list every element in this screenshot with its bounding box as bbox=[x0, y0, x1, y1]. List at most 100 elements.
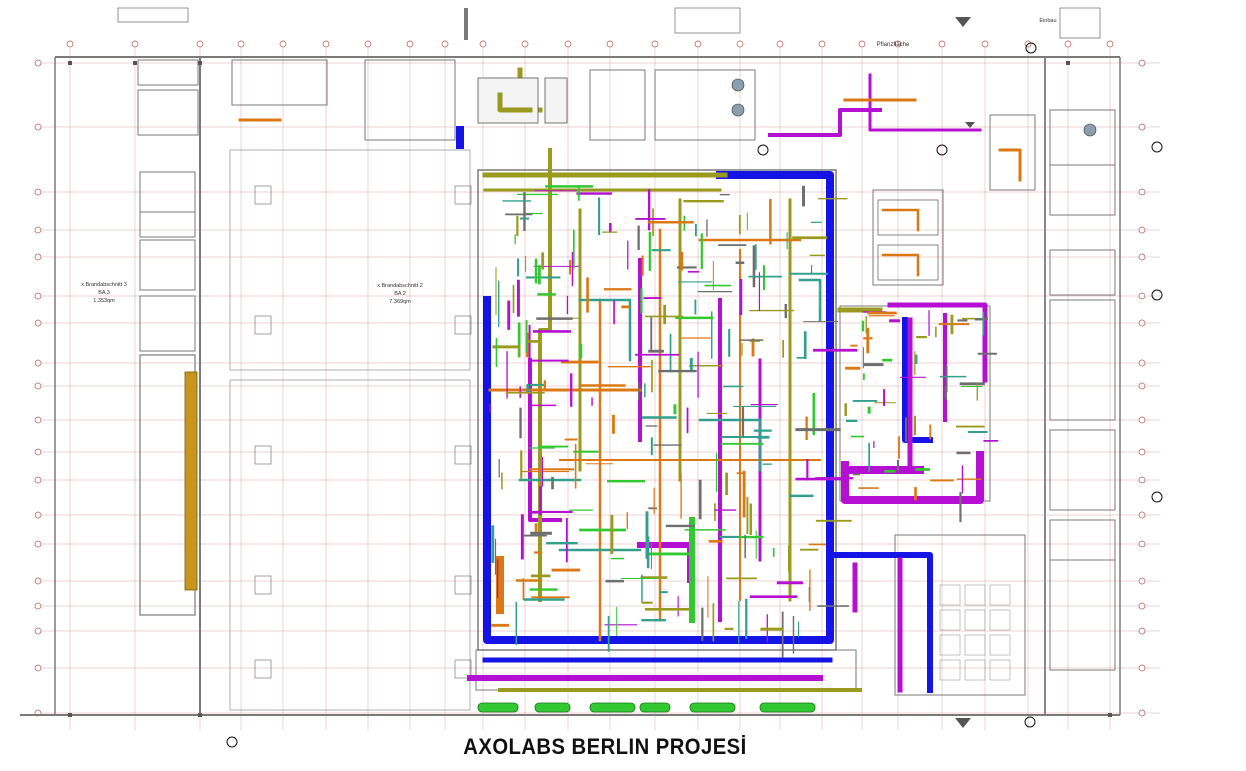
round-shaft bbox=[757, 144, 769, 156]
chiller-unit bbox=[477, 77, 539, 124]
grid-bubble bbox=[606, 40, 614, 48]
zone-mid-label-3: 7.369qm bbox=[389, 299, 411, 305]
section-marker bbox=[965, 122, 975, 128]
round-shaft bbox=[1151, 289, 1163, 301]
equipment-strip bbox=[184, 371, 198, 591]
round-shaft bbox=[226, 736, 238, 748]
column bbox=[133, 61, 137, 65]
exhaust-duct bbox=[528, 358, 562, 522]
ceiling-grid-cell bbox=[989, 609, 1011, 631]
room-outline bbox=[454, 575, 472, 595]
grid-bubble bbox=[34, 511, 42, 519]
column bbox=[1066, 61, 1070, 65]
grid-bubble bbox=[521, 40, 529, 48]
zone-left-label-3: 1.353qm bbox=[93, 298, 115, 304]
room-outline bbox=[254, 315, 272, 335]
room-outline bbox=[137, 89, 199, 136]
room-outline bbox=[1059, 7, 1101, 39]
room-outline bbox=[139, 295, 196, 352]
room-outline bbox=[872, 189, 944, 286]
room-outline bbox=[454, 659, 472, 679]
room-outline bbox=[117, 7, 189, 23]
room-outline bbox=[454, 445, 472, 465]
fan-coil-unit bbox=[877, 244, 939, 281]
einbau-label: Einbau bbox=[1039, 18, 1056, 24]
grid-bubble bbox=[1138, 226, 1146, 234]
ceiling-grid-cell bbox=[964, 609, 986, 631]
round-shaft bbox=[1024, 716, 1036, 728]
grid-bubble bbox=[34, 359, 42, 367]
round-shaft bbox=[1025, 42, 1037, 54]
room-outline bbox=[254, 185, 272, 205]
grid-bubble bbox=[1138, 253, 1146, 261]
room-outline bbox=[231, 59, 328, 106]
room-outline bbox=[139, 239, 196, 291]
grid-bubble bbox=[981, 40, 989, 48]
grid-bubble bbox=[34, 123, 42, 131]
ceiling-grid-cell bbox=[989, 634, 1011, 656]
grid-bubble bbox=[1106, 40, 1114, 48]
grid-bubble bbox=[1138, 540, 1146, 548]
grid-bubble bbox=[894, 40, 902, 48]
equipment-pipe bbox=[881, 208, 920, 232]
main-supply-duct bbox=[483, 171, 834, 644]
grid-bubble bbox=[34, 627, 42, 635]
column-markers bbox=[68, 61, 1112, 717]
column bbox=[198, 713, 202, 717]
room-outline bbox=[1049, 299, 1116, 421]
grid-bubble bbox=[66, 40, 74, 48]
grid-bubble bbox=[1138, 627, 1146, 635]
pump-unit bbox=[544, 77, 568, 124]
grid-bubble bbox=[131, 40, 139, 48]
zone-mid-label-1: x.Brandabschnitt 2 bbox=[377, 283, 423, 289]
zone-left-label-1: x.Brandabschnitt 3 bbox=[81, 282, 127, 288]
grid-bubble bbox=[1138, 319, 1146, 327]
room-outline bbox=[674, 7, 741, 34]
mep-systems bbox=[184, 17, 1163, 748]
grid-bubble bbox=[1138, 382, 1146, 390]
column bbox=[68, 61, 72, 65]
room-outline bbox=[1049, 559, 1116, 671]
room-outline bbox=[589, 69, 646, 141]
grid-bubble bbox=[1138, 59, 1146, 67]
water-pipe bbox=[698, 418, 762, 472]
grid-bubble bbox=[34, 319, 42, 327]
north-marker bbox=[955, 17, 971, 27]
grid-bubble bbox=[818, 40, 826, 48]
plan-labels: x.Brandabschnitt 3 BA 3 1.353qm x.Branda… bbox=[81, 18, 1056, 305]
exhaust-duct bbox=[841, 451, 984, 504]
grid-bubble bbox=[237, 40, 245, 48]
room-outline bbox=[894, 534, 1026, 696]
grid-bubble bbox=[564, 40, 572, 48]
grid-bubble bbox=[196, 40, 204, 48]
zone-left-label-2: BA 3 bbox=[98, 290, 110, 296]
room-outline bbox=[475, 649, 857, 691]
grid-bubble bbox=[322, 40, 330, 48]
grid-bubble bbox=[34, 540, 42, 548]
round-shaft bbox=[1151, 141, 1163, 153]
grid-bubble bbox=[34, 602, 42, 610]
grid-bubble bbox=[1138, 664, 1146, 672]
room-outline bbox=[254, 659, 272, 679]
room-outline bbox=[137, 59, 199, 86]
grid-bubble bbox=[938, 40, 946, 48]
grid-bubble bbox=[1138, 123, 1146, 131]
round-shaft bbox=[1151, 491, 1163, 503]
room-outline bbox=[454, 185, 472, 205]
zone-mid-label-2: BA 2 bbox=[394, 291, 406, 297]
ceiling-grid-cell bbox=[939, 609, 961, 631]
ahu-unit bbox=[759, 702, 816, 713]
building-walls bbox=[20, 7, 1121, 716]
grid-bubble bbox=[406, 40, 414, 48]
fixture bbox=[731, 103, 745, 117]
room-outline bbox=[254, 445, 272, 465]
grid-bubble bbox=[34, 253, 42, 261]
room-outline bbox=[1049, 429, 1116, 511]
grid-bubble bbox=[858, 40, 866, 48]
room-outline bbox=[229, 149, 471, 371]
room-outline bbox=[454, 315, 472, 335]
grid-bubble bbox=[34, 382, 42, 390]
grid-bubble bbox=[1138, 188, 1146, 196]
water-pipe bbox=[578, 298, 632, 362]
room-outline bbox=[229, 379, 471, 711]
